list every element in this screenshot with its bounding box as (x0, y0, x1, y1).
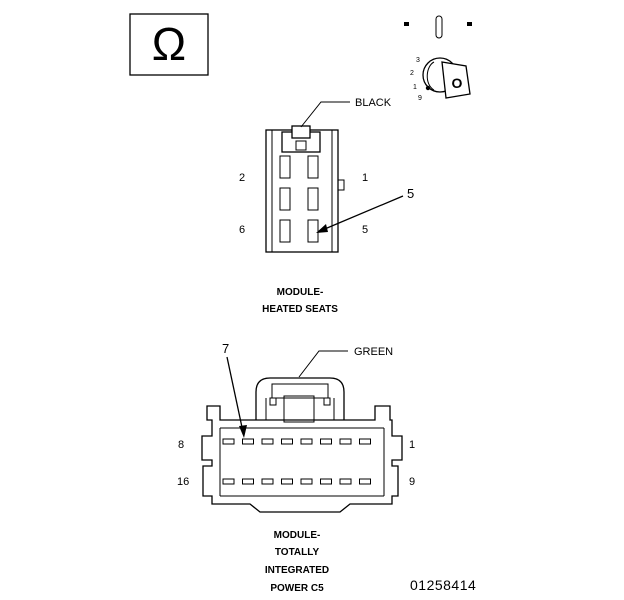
tipm-pin-cavity (222, 438, 235, 445)
tipm-pin-cavity (320, 438, 332, 445)
tipm-title-line3: INTEGRATED (265, 565, 329, 576)
tipm-pin-cavity (222, 478, 235, 485)
ohm-symbol: Ω (152, 18, 186, 70)
tipm-pin-9-label: 9 (409, 476, 415, 488)
heated-seats-pin-2-label: 2 (239, 172, 245, 184)
heated-seats-pin-5-label: 5 (362, 224, 368, 236)
tipm-color-callout: GREEN (354, 346, 393, 358)
tipm-pin-cavity (339, 478, 352, 485)
tipm-pin-cavities (222, 438, 371, 485)
tipm-pin-cavity (300, 438, 313, 445)
heated-seats-pin-1-label: 1 (362, 172, 368, 184)
key-position-2: 2 (410, 70, 414, 77)
pin-5-callout-arrow (319, 195, 404, 232)
tipm-pin-cavity (242, 478, 254, 485)
heated-seats-callout-number: 5 (407, 186, 414, 201)
tipm-pin-cavity (261, 478, 274, 485)
key-letter: O (452, 75, 463, 91)
key-position-1: 1 (413, 84, 417, 91)
tipm-pin-cavity (300, 478, 313, 485)
tipm-pin-cavity (359, 438, 371, 445)
heated-seats-color-callout: BLACK (355, 97, 392, 109)
tipm-pin-1-label: 1 (409, 439, 415, 451)
heated-seats-pin-6-label: 6 (239, 224, 245, 236)
key-position-9: 9 (418, 95, 422, 102)
tipm-callout-number: 7 (222, 341, 229, 356)
tipm-pin-cavity (281, 478, 293, 485)
ignition-key-icon: O 3 2 1 9 (404, 15, 472, 102)
tipm-title-line2: TOTALLY (275, 547, 320, 558)
heated-seats-title-line2: HEATED SEATS (262, 304, 338, 315)
tipm-title-line4: POWER C5 (270, 583, 324, 594)
heated-seats-title-line1: MODULE- (277, 287, 324, 298)
pin-7-callout-arrow (226, 356, 244, 433)
key-position-3: 3 (416, 57, 420, 64)
tipm-pin-cavity (320, 478, 332, 485)
black-callout-leader (300, 101, 350, 128)
ohmmeter-icon: Ω (129, 13, 209, 76)
tipm-pin-16-label: 16 (177, 476, 189, 488)
tipm-pin-cavity (242, 438, 254, 445)
tipm-pin-cavity (339, 438, 352, 445)
heated-seats-connector (265, 125, 345, 253)
tipm-title-line1: MODULE- (274, 530, 321, 541)
tipm-pin-cavity (359, 478, 371, 485)
tipm-pin-cavity (281, 438, 293, 445)
tipm-pin-cavity (261, 438, 274, 445)
green-callout-leader (298, 350, 348, 378)
tipm-c5-connector (201, 377, 403, 513)
tipm-pin-8-label: 8 (178, 439, 184, 451)
figure-id: 01258414 (410, 577, 476, 593)
